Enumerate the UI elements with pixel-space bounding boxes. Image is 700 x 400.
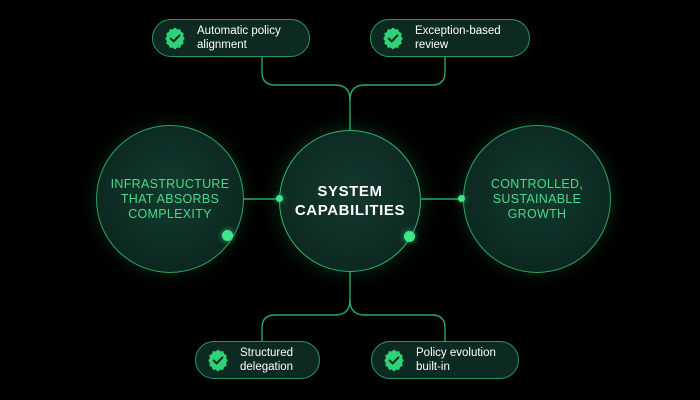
center-title: SYSTEM CAPABILITIES (294, 183, 406, 219)
capability-label: Policy evolution built-in (416, 347, 496, 373)
connector-dot-right (458, 195, 465, 202)
capability-structured-delegation: Structured delegation (195, 341, 320, 379)
capability-label: Automatic policy alignment (197, 25, 281, 51)
circle-infrastructure: INFRASTRUCTURE THAT ABSORBS COMPLEXITY (96, 125, 244, 273)
circle-infrastructure-label: INFRASTRUCTURE THAT ABSORBS COMPLEXITY (110, 176, 230, 221)
check-badge-icon (208, 349, 228, 372)
circle-growth-label: CONTROLLED, SUSTAINABLE GROWTH (490, 176, 584, 221)
capability-policy-evolution: Policy evolution built-in (371, 341, 519, 379)
connector-top-right (349, 57, 446, 101)
capability-automatic-policy-alignment: Automatic policy alignment (152, 19, 310, 57)
accent-dot-left-circle (222, 230, 233, 241)
capability-label: Exception-based review (415, 25, 501, 51)
connector-bottom-right (349, 299, 446, 341)
accent-dot-center-circle (404, 231, 415, 242)
capability-label: Structured delegation (240, 347, 294, 373)
circle-growth: CONTROLLED, SUSTAINABLE GROWTH (463, 125, 611, 273)
connector-bottom-left (261, 272, 351, 341)
connector-dot-left (276, 195, 283, 202)
connector-top-left (261, 57, 351, 130)
check-badge-icon (383, 27, 403, 50)
capability-exception-based-review: Exception-based review (370, 19, 530, 57)
check-badge-icon (384, 349, 404, 372)
check-badge-icon (165, 27, 185, 50)
circle-system-capabilities: SYSTEM CAPABILITIES (279, 130, 421, 272)
